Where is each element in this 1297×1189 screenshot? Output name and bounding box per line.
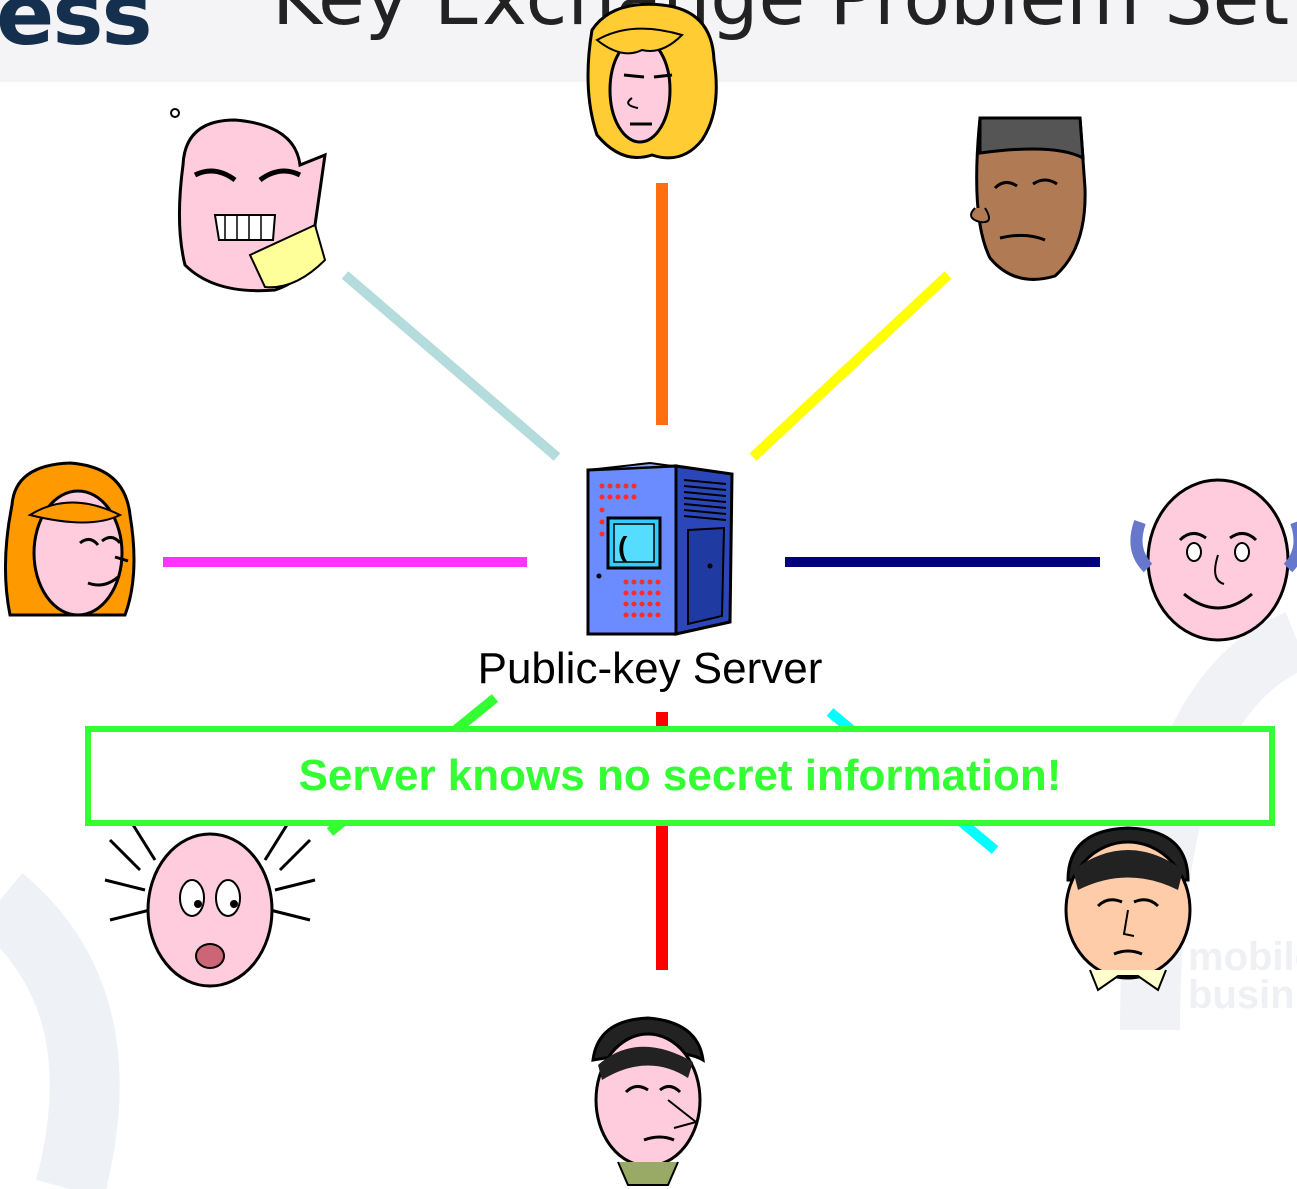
watermark-text: mobile busin (1188, 935, 1297, 1017)
smirking-man-face-icon (970, 116, 1087, 281)
link-user-top-right (749, 271, 952, 461)
smiling-bald-man-face-icon (1130, 478, 1297, 642)
worried-man-face-icon (1064, 826, 1192, 992)
svg-text:(: ( (618, 531, 628, 562)
blonde-woman-face-icon (586, 2, 718, 160)
server-tower-icon: ( (586, 461, 734, 636)
logo-text: ess (0, 0, 153, 65)
callout-text: Server knows no secret information! (298, 751, 1062, 800)
redhead-woman-face-icon (3, 461, 136, 617)
slide-title: Key Exchange Problem Set (272, 0, 1289, 36)
suspicious-man-face-icon (591, 1016, 705, 1186)
angry-man-face-icon (170, 108, 327, 293)
callout-box: Server knows no secret information! (85, 726, 1275, 826)
watermark-line-1: mobile (1188, 935, 1297, 979)
server-caption: Public-key Server (477, 644, 823, 693)
watermark-line-2: busin (1188, 973, 1295, 1017)
link-user-top-left (341, 271, 561, 461)
shocked-man-face-icon (104, 819, 316, 988)
